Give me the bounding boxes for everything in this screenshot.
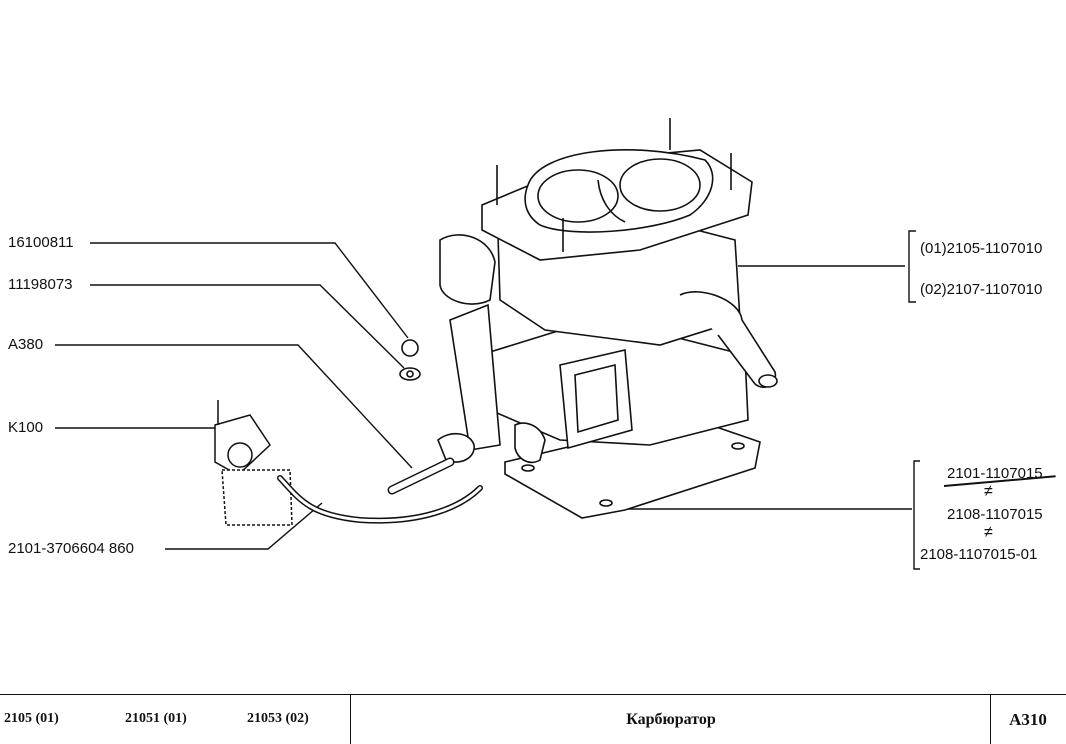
footer-model-21051: 21051 (01) [125,711,187,726]
label-hose: 2101-3706604 860 [8,540,134,557]
valve-assembly [214,400,293,526]
footer-model-2105: 2105 (01) [4,711,59,726]
footer-divider-2 [990,695,991,744]
footer-code: A310 [1009,709,1047,729]
footer-divider-1 [350,695,351,744]
leader-line-16100811 [90,242,409,339]
bracket-group-1 [908,230,916,303]
label-carburetor-02: (02)2107-1107010 [920,281,1043,298]
label-11198073: 11198073 [8,276,73,293]
label-a380: A380 [8,336,44,353]
bracket-group-2 [913,460,920,570]
hose [277,475,483,524]
footer-bar: 2105 (01) 21051 (01) 21053 (02) Карбюрат… [0,694,1066,744]
leader-line-hose [165,502,323,550]
leader-line-a380 [55,344,413,469]
footer-model-21053: 21053 (02) [247,711,309,726]
label-carburetor-01: (01)2105-1107010 [920,240,1043,257]
not-interchangeable-symbol-1: ≠ [984,483,993,500]
leader-line-11198073 [90,284,405,369]
label-gasket-2101: 2101-1107015 [947,465,1043,482]
label-gasket-2108-01: 2108-1107015-01 [920,546,1038,563]
label-k100: K100 [8,419,44,436]
label-16100811: 16100811 [8,234,74,251]
footer-title: Карбюратор [626,710,716,728]
label-gasket-2108: 2108-1107015 [947,506,1043,523]
carburetor-body [399,118,778,519]
not-interchangeable-symbol-2: ≠ [984,524,993,541]
